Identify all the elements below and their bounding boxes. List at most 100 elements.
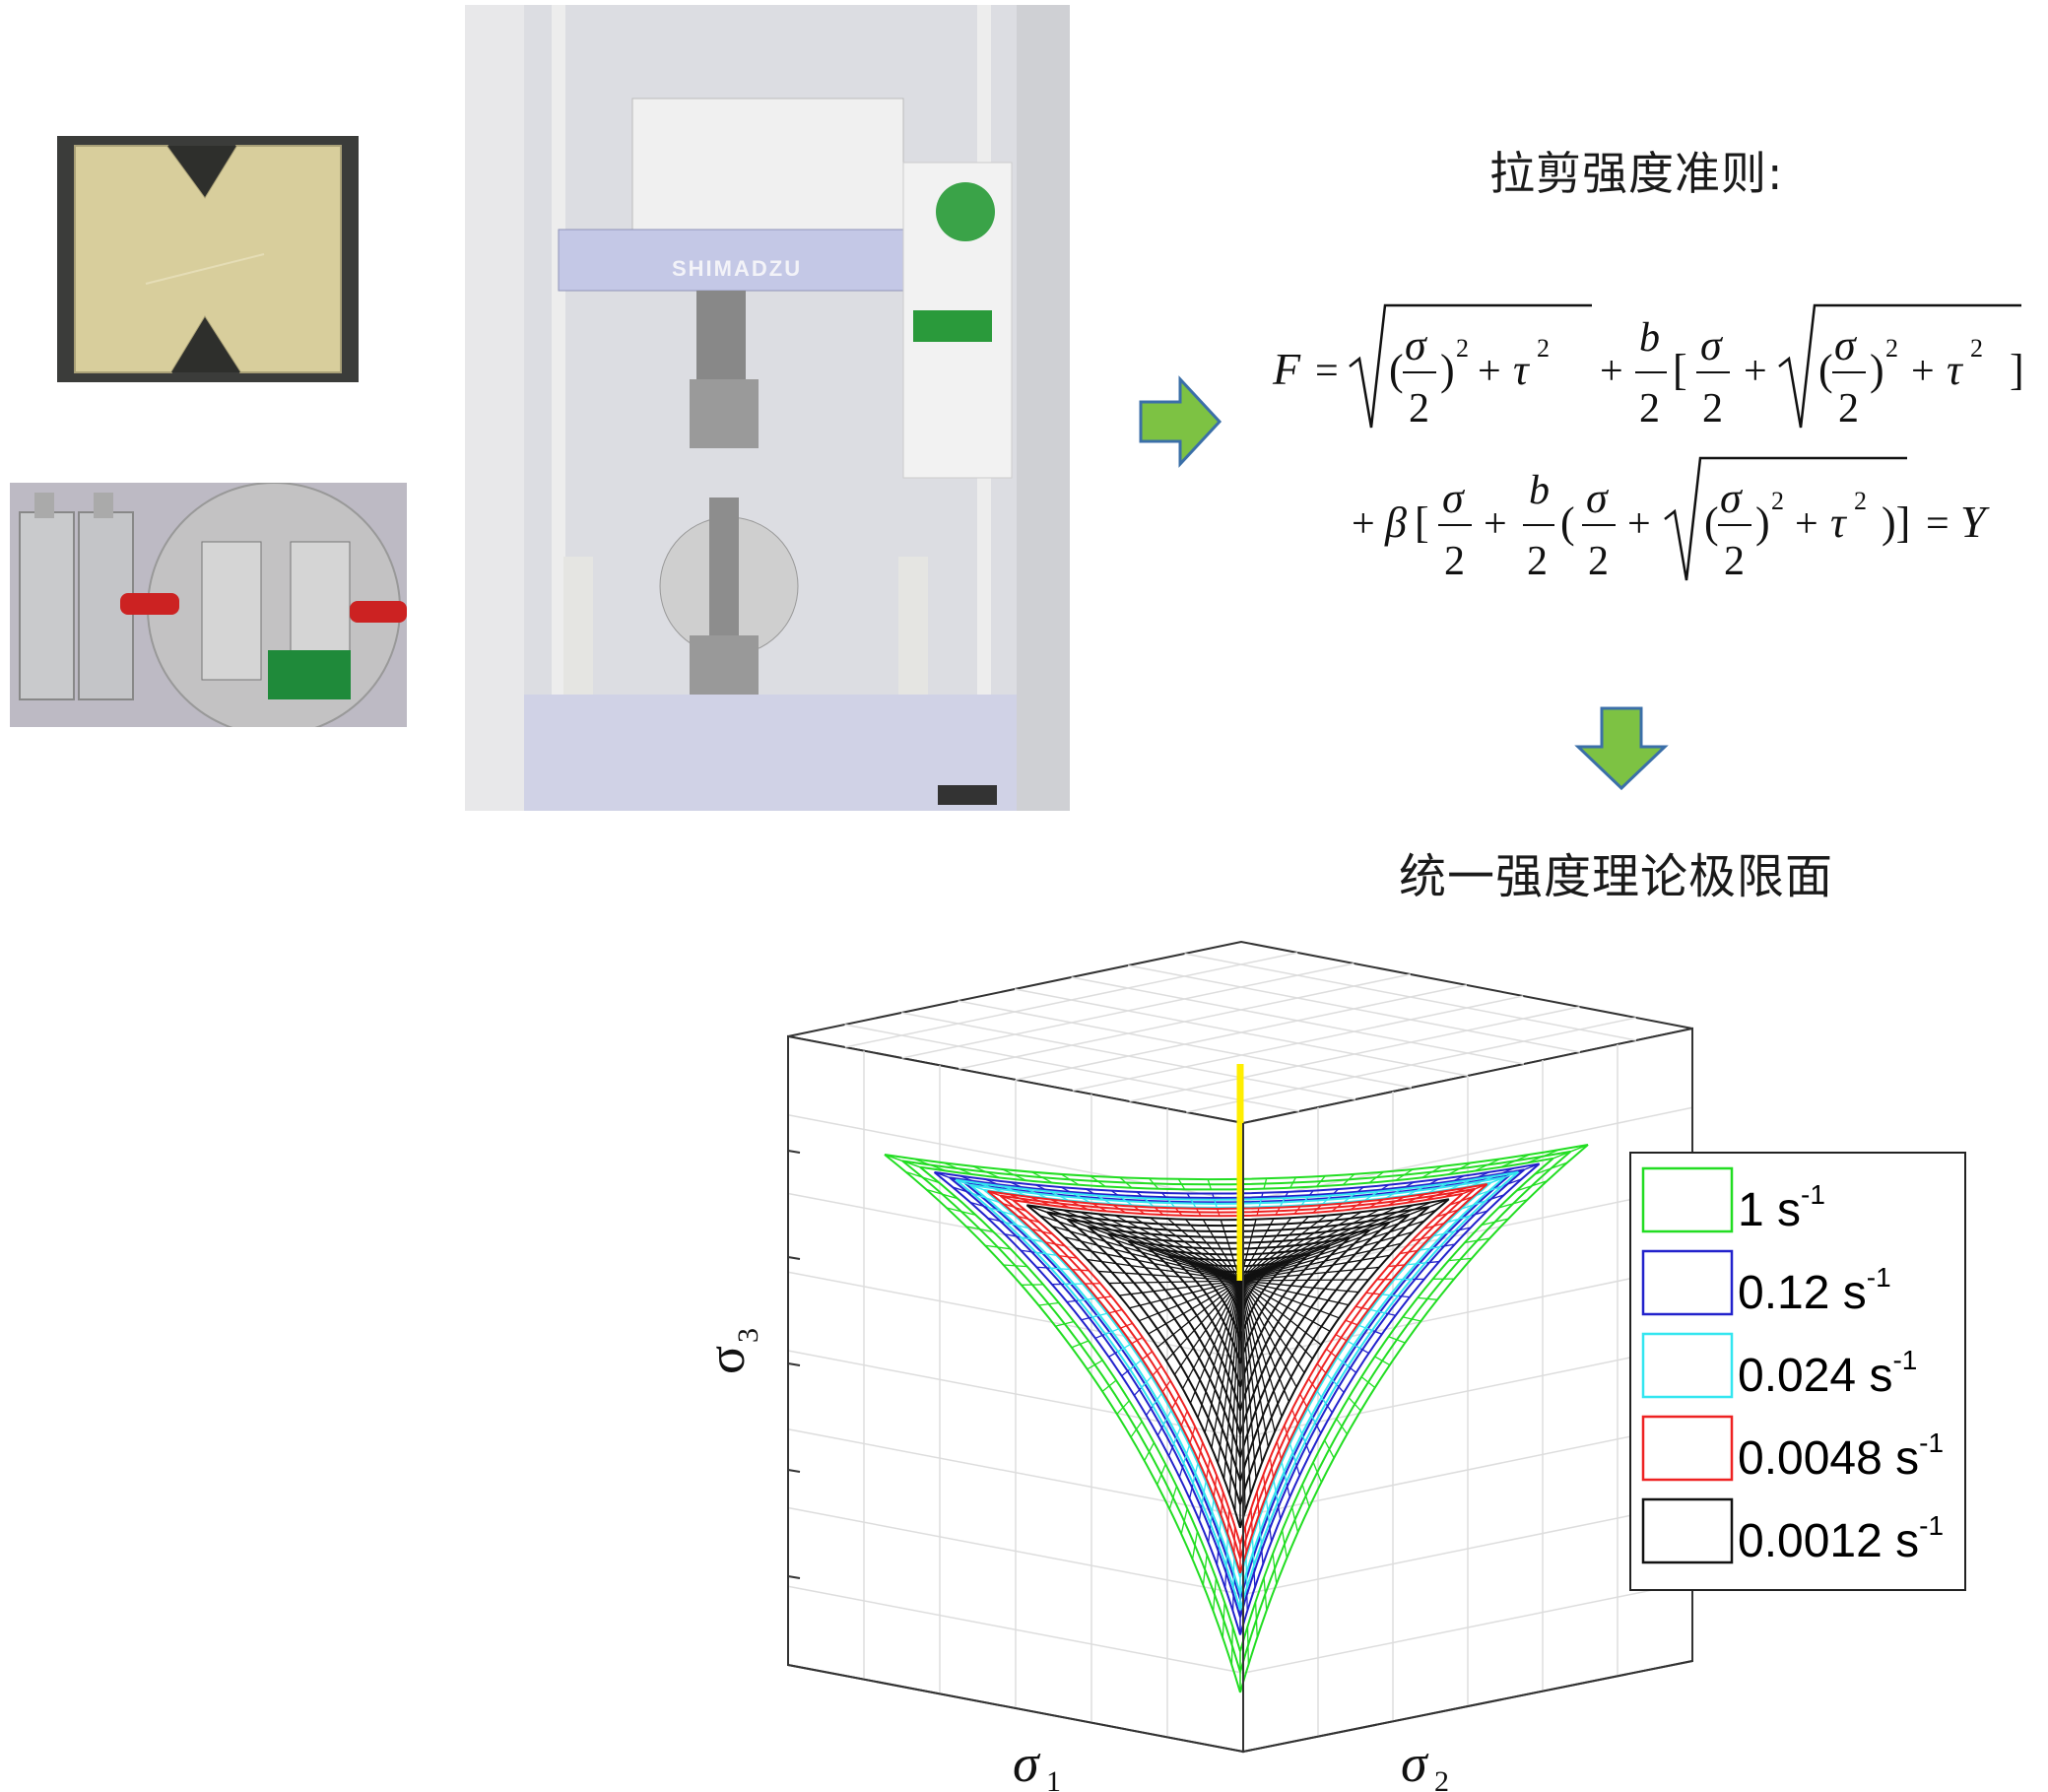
mesh-line [1239, 1280, 1276, 1432]
svg-text:): ) [1440, 346, 1455, 394]
mesh-ring [955, 1178, 1241, 1611]
svg-text:2: 2 [1434, 1765, 1449, 1792]
legend-label: 1 s-1 [1738, 1179, 1825, 1236]
mesh-ring [969, 1183, 1241, 1594]
svg-text:2: 2 [1527, 539, 1548, 584]
axis-tick [787, 1469, 801, 1473]
grid-line [1127, 964, 1581, 1053]
legend-label: 0.0048 s-1 [1738, 1427, 1944, 1485]
mesh-ring [933, 1171, 1241, 1635]
mesh-ring [1239, 1228, 1370, 1434]
mesh-ring [1239, 1222, 1391, 1458]
svg-text:(: ( [1704, 498, 1719, 547]
mesh-line [1156, 1280, 1241, 1348]
svg-text:F: F [1272, 344, 1301, 394]
svg-text:σ: σ [1586, 474, 1610, 522]
mesh-line [1097, 1270, 1241, 1282]
mesh-ring [1239, 1158, 1554, 1652]
grid-line [1242, 1423, 1693, 1517]
mesh-line [1139, 1280, 1241, 1322]
grid-line [1242, 1581, 1693, 1674]
testing-machine-photo: SHIMADZU [465, 5, 1070, 811]
svg-text:2: 2 [1970, 334, 1983, 363]
svg-text:+: + [1744, 349, 1767, 394]
mesh-ring [1127, 1239, 1241, 1411]
mesh-ring [949, 1176, 1241, 1618]
mesh-line [1239, 1207, 1397, 1282]
legend-swatch [1641, 1166, 1734, 1233]
mesh-line [1239, 1280, 1350, 1306]
mesh-ring [1239, 1183, 1488, 1574]
mesh-ring [1239, 1214, 1411, 1482]
mesh-line [1079, 1211, 1241, 1282]
mesh-ring [1239, 1252, 1311, 1364]
svg-text:2: 2 [1537, 334, 1550, 363]
mesh-ring [1167, 1254, 1241, 1364]
mesh-line [1239, 1280, 1340, 1319]
svg-text:τ: τ [1947, 346, 1964, 394]
svg-text:): ) [1870, 346, 1884, 394]
mesh-ring [1239, 1162, 1541, 1635]
legend-swatch [1641, 1249, 1734, 1316]
svg-text:(: ( [1818, 346, 1833, 394]
svg-text:+: + [1600, 349, 1623, 394]
svg-text:2: 2 [1724, 539, 1745, 584]
mesh-ring [1148, 1247, 1241, 1388]
svg-text:+: + [1627, 501, 1651, 547]
svg-text:2: 2 [1639, 386, 1660, 431]
mesh-line [1239, 1215, 1327, 1282]
grid-line [787, 1506, 1244, 1596]
axis-tick [787, 1256, 801, 1260]
mesh-line [1239, 1209, 1379, 1282]
svg-text:σ: σ [1013, 1734, 1041, 1792]
grid-line [1242, 1265, 1693, 1360]
legend-label: 0.0012 s-1 [1738, 1510, 1944, 1567]
svg-text:2: 2 [1456, 334, 1469, 363]
svg-text:2: 2 [1444, 539, 1465, 584]
svg-text:σ: σ [1834, 321, 1858, 369]
mesh-ring [1107, 1232, 1241, 1434]
mesh-line [1096, 1213, 1241, 1282]
mesh-ring [1208, 1269, 1241, 1317]
svg-text:2: 2 [1838, 386, 1859, 431]
axis-tick [787, 1150, 801, 1154]
strength-surface-chart: σ 3 σ 1 σ 2 [696, 940, 1693, 1792]
mesh-ring [987, 1190, 1241, 1574]
mesh-line [1182, 1280, 1241, 1389]
mesh-line [1119, 1280, 1241, 1296]
grid-line [1242, 1185, 1693, 1282]
mesh-line [1204, 1280, 1241, 1433]
mesh-ring [1239, 1170, 1520, 1611]
svg-text:[: [ [1673, 346, 1687, 394]
svg-text:+: + [1484, 501, 1507, 547]
mesh-line [1239, 1280, 1313, 1360]
svg-text:2: 2 [1771, 487, 1784, 515]
mesh-line [1239, 1217, 1292, 1282]
mesh-line [1063, 1235, 1241, 1282]
surface-title: 统一强度理论极限面 [1399, 849, 1834, 904]
mesh-line [1239, 1242, 1402, 1282]
svg-text:b: b [1639, 315, 1660, 361]
legend-label: 0.024 s-1 [1738, 1345, 1917, 1402]
svg-text:]: ] [2010, 346, 2024, 394]
mesh-ring [999, 1194, 1241, 1560]
mesh-line [1239, 1280, 1270, 1447]
mesh-line [1039, 1215, 1241, 1282]
mesh-line [1165, 1280, 1241, 1361]
svg-text:=: = [1926, 501, 1949, 547]
svg-text:=: = [1315, 349, 1339, 394]
svg-text:(: ( [1389, 346, 1404, 394]
legend-swatch [1641, 1497, 1734, 1564]
mesh-line [1228, 1280, 1241, 1495]
mesh-ring [1025, 1204, 1241, 1529]
grid-line [1015, 984, 1468, 1081]
mesh-line [1167, 1218, 1241, 1282]
legend-label: 0.12 s-1 [1738, 1262, 1891, 1319]
mesh-line [1114, 1215, 1241, 1282]
mesh-ring [1066, 1219, 1241, 1482]
svg-text:(: ( [1560, 498, 1575, 547]
axis-label-sigma3-text: σ [696, 1346, 756, 1374]
mesh-line [1150, 1217, 1241, 1282]
svg-text:σ: σ [1442, 474, 1466, 522]
mesh-line [884, 1154, 921, 1168]
